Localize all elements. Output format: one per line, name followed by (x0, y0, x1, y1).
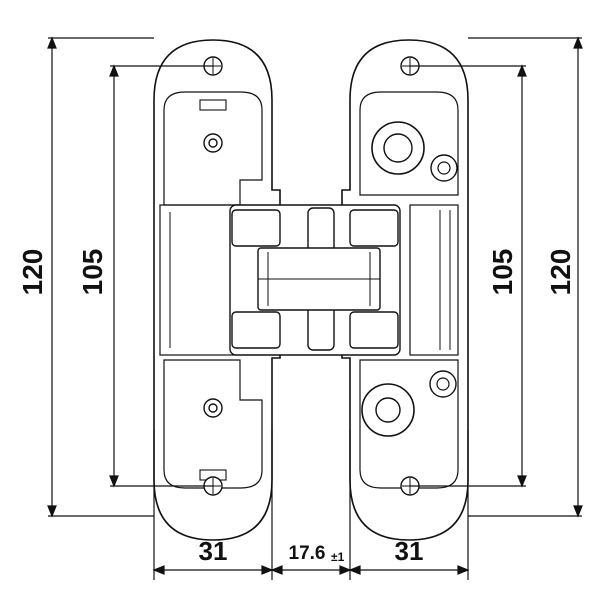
hole-left-mid-top (203, 133, 223, 153)
dim-leaf-width-left: 31 (199, 536, 228, 566)
dim-gap-value: 17.6 (289, 543, 326, 564)
hole-left-mid-bottom (203, 398, 223, 418)
dim-outer-height-right: 120 (545, 249, 576, 296)
dim-outer-height-left: 120 (17, 249, 48, 296)
dim-hole-spacing-left: 105 (77, 249, 108, 296)
dim-gap-tolerance: ±1 (331, 550, 345, 564)
hinge-link-mechanism (229, 204, 401, 356)
dimension-lines (47, 36, 583, 580)
right-hinge-leaf (341, 39, 469, 541)
dim-hole-spacing-right: 105 (487, 249, 518, 296)
mounting-holes (203, 56, 420, 496)
dim-leaf-width-right: 31 (395, 536, 424, 566)
